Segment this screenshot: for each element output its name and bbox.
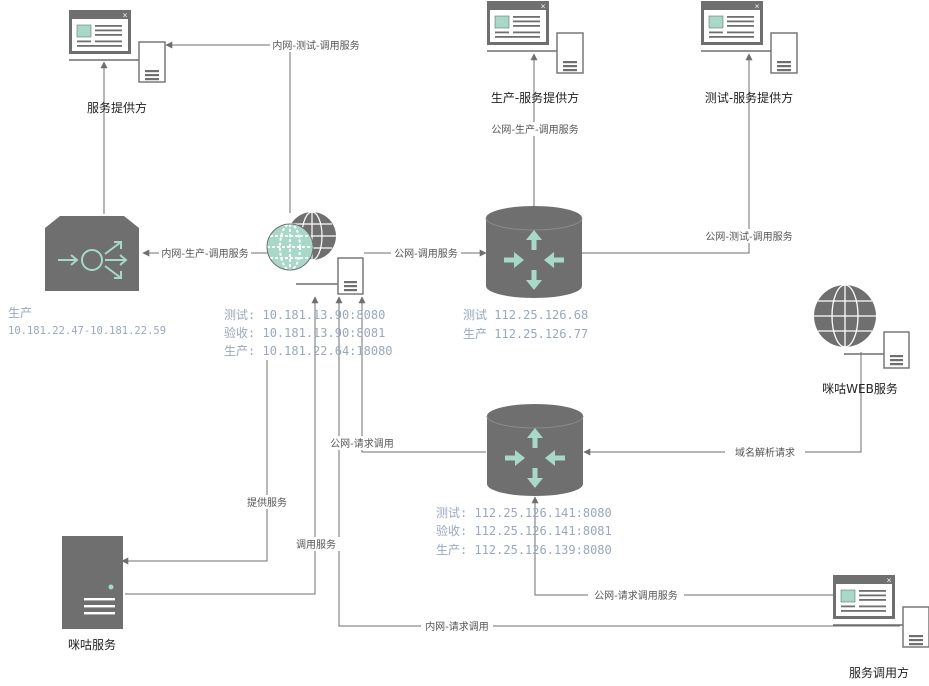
globe-server-icon [814, 284, 910, 369]
migu-web-label: 咪咕WEB服务 [822, 381, 898, 396]
router-top-line-1: 测试 112.25.126.68 [463, 307, 588, 322]
edge-label-internal-prod-call: 内网-生产-调用服务 [161, 247, 248, 260]
migu-web-node: 咪咕WEB服务 [814, 284, 910, 396]
load-balancer-node: 生产 10.181.22.47-10.181.22.59 [8, 216, 166, 337]
window-server-icon [68, 9, 166, 83]
migu-service-node: 咪咕服务 [62, 536, 123, 652]
migu-service-label: 咪咕服务 [68, 637, 116, 652]
edge-label-call-service: 调用服务 [296, 538, 336, 551]
window-server-icon [832, 574, 929, 648]
edge-call-service [125, 296, 319, 595]
edge-provide-service [121, 360, 268, 565]
router-bottom-line-1: 测试: 112.25.126.141:8080 [436, 505, 612, 520]
provider-prod-label: 生产-服务提供方 [491, 90, 579, 105]
gateway-line-3: 生产: 10.181.22.64:18080 [224, 344, 393, 358]
router-bottom-line-2: 验收: 112.25.126.141:8081 [436, 523, 612, 538]
gateway-node: 测试: 10.181.13.90:8080 验收: 10.181.13.90:8… [224, 211, 393, 358]
provider-internal-label: 服务提供方 [87, 100, 147, 115]
load-balancer-env: 生产 [8, 306, 32, 320]
edge-public-test-call [582, 53, 753, 254]
edge-dns-resolve [583, 352, 862, 456]
router-icon [485, 205, 583, 299]
edge-label-dns-resolve: 域名解析请求 [735, 446, 795, 459]
edge-public-request-call-service [531, 496, 833, 596]
gateway-line-2: 验收: 10.181.13.90:8081 [224, 325, 385, 340]
provider-internal-node: 服务提供方 [68, 9, 166, 115]
provider-test-node: 测试-服务提供方 [700, 0, 798, 105]
consumer-node: 服务调用方 [832, 574, 929, 680]
tower-server-icon [62, 536, 123, 629]
consumer-label: 服务调用方 [849, 665, 909, 680]
edge-label-internal-test-call: 内网-测试-调用服务 [272, 39, 359, 52]
router-icon [486, 403, 584, 497]
edge-label-public-test-call: 公网-测试-调用服务 [705, 230, 792, 243]
window-server-icon [486, 0, 584, 74]
provider-test-label: 测试-服务提供方 [705, 90, 793, 105]
gateway-line-1: 测试: 10.181.13.90:8080 [224, 307, 385, 322]
globe-server-icon [266, 211, 364, 295]
load-balancer-icon [45, 216, 139, 291]
provider-prod-node: 生产-服务提供方 [486, 0, 584, 105]
edge-label-public-call: 公网-调用服务 [394, 247, 458, 260]
router-bottom-node: 测试: 112.25.126.141:8080 验收: 112.25.126.1… [436, 403, 612, 557]
router-bottom-line-3: 生产: 112.25.126.139:8080 [436, 543, 612, 557]
load-balancer-address: 10.181.22.47-10.181.22.59 [8, 325, 166, 337]
edge-label-public-request-call-service: 公网-请求调用服务 [594, 589, 678, 602]
edge-label-provide-service: 提供服务 [247, 496, 287, 509]
edge-label-public-request-call: 公网-请求调用 [330, 437, 394, 450]
edge-label-internal-request-call: 内网-请求调用 [425, 620, 489, 633]
edge-label-public-prod-call: 公网-生产-调用服务 [491, 123, 578, 136]
router-top-node: 测试 112.25.126.68 生产 112.25.126.77 [463, 205, 588, 341]
edge-internal-request-call [335, 296, 900, 627]
edge-internal-test-call [165, 41, 291, 213]
edge-public-request-call [358, 296, 486, 453]
router-top-line-2: 生产 112.25.126.77 [463, 327, 588, 341]
